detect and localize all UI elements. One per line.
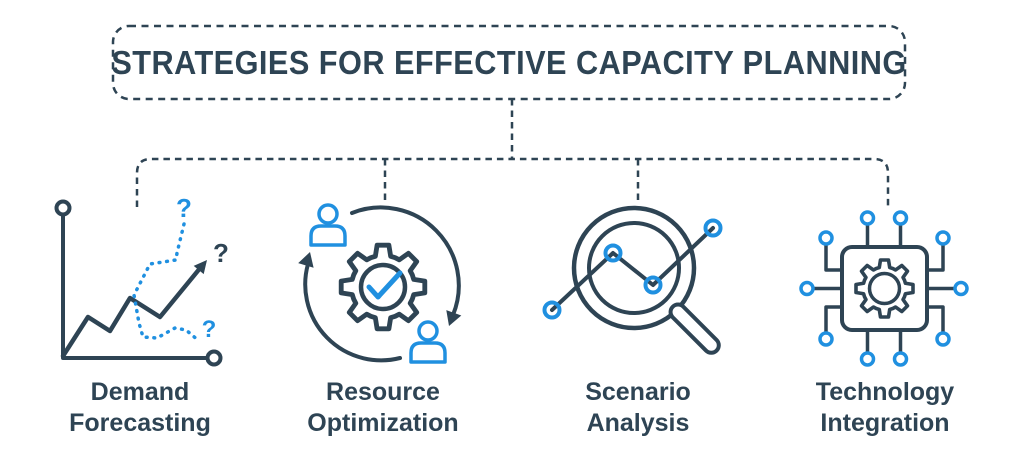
pin-node-dots-icon	[799, 210, 969, 367]
label-line: Demand	[90, 378, 190, 406]
label-technology-integration: Technology Integration	[790, 377, 980, 439]
technology-integration-chip-icon	[790, 195, 970, 385]
person-icon	[309, 203, 347, 247]
label-line: Technology	[815, 378, 955, 406]
gear-icon	[854, 258, 915, 319]
label-line: Optimization	[307, 409, 459, 437]
gear-check-icon	[338, 242, 428, 332]
data-line-icon	[542, 218, 723, 320]
chip-pins-icon	[813, 224, 955, 353]
trend-arrow-icon	[60, 260, 207, 359]
chart-axes-icon	[54, 199, 223, 367]
check-icon	[366, 270, 403, 300]
label-line: Analysis	[586, 409, 690, 437]
magnifier-handle	[668, 302, 721, 355]
scenario-analysis-magnifier-icon	[525, 195, 735, 385]
cycle-arrows-icon	[298, 205, 462, 363]
magnifier-icon	[571, 205, 721, 355]
question-mark-icon: ?	[202, 316, 217, 343]
title-box-border	[111, 24, 907, 101]
label-demand-forecasting: Demand Forecasting	[45, 377, 235, 439]
branch-line	[135, 157, 890, 207]
label-line: Forecasting	[69, 409, 211, 437]
resource-optimization-cycle-icon	[280, 190, 480, 385]
label-line: Resource	[326, 378, 440, 406]
label-scenario-analysis: Scenario Analysis	[543, 377, 733, 439]
label-line: Scenario	[585, 378, 691, 406]
page-title: STRATEGIES FOR EFFECTIVE CAPACITY PLANNI…	[111, 43, 907, 81]
demand-forecast-chart-icon: ? ? ?	[53, 193, 238, 378]
label-line: Integration	[820, 409, 950, 437]
question-mark-icon: ?	[213, 238, 229, 268]
label-resource-optimization: Resource Optimization	[288, 377, 478, 439]
person-icon	[409, 320, 447, 364]
question-mark-icon: ?	[176, 198, 192, 223]
